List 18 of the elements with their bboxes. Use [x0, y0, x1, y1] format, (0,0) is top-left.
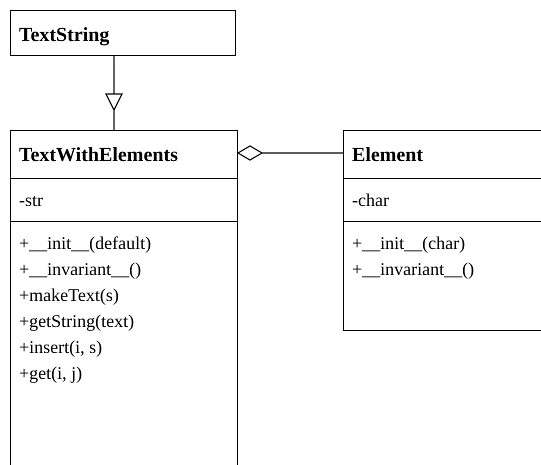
- class-box: [10, 10, 236, 56]
- method-text: +__invariant__(): [352, 258, 476, 281]
- class-name: Element: [351, 143, 424, 168]
- class-name: TextWithElements: [18, 143, 179, 168]
- method-text: +get(i, j): [19, 362, 84, 385]
- class-name: TextString: [18, 23, 110, 48]
- method-text: +insert(i, s): [19, 336, 104, 359]
- method-text: +__invariant__(): [19, 258, 142, 281]
- method-text: +__init__(default): [19, 232, 152, 255]
- class-box: [10, 130, 238, 465]
- method-text: +__init__(char): [352, 232, 466, 255]
- method-text: +getString(text): [19, 310, 136, 333]
- aggregation-line: [237, 145, 343, 161]
- class-box: [343, 130, 541, 331]
- method-text: +makeText(s): [19, 284, 120, 307]
- attribute-text: -str: [19, 189, 44, 212]
- generalization-arrow: [105, 56, 123, 130]
- attribute-text: -char: [352, 189, 390, 212]
